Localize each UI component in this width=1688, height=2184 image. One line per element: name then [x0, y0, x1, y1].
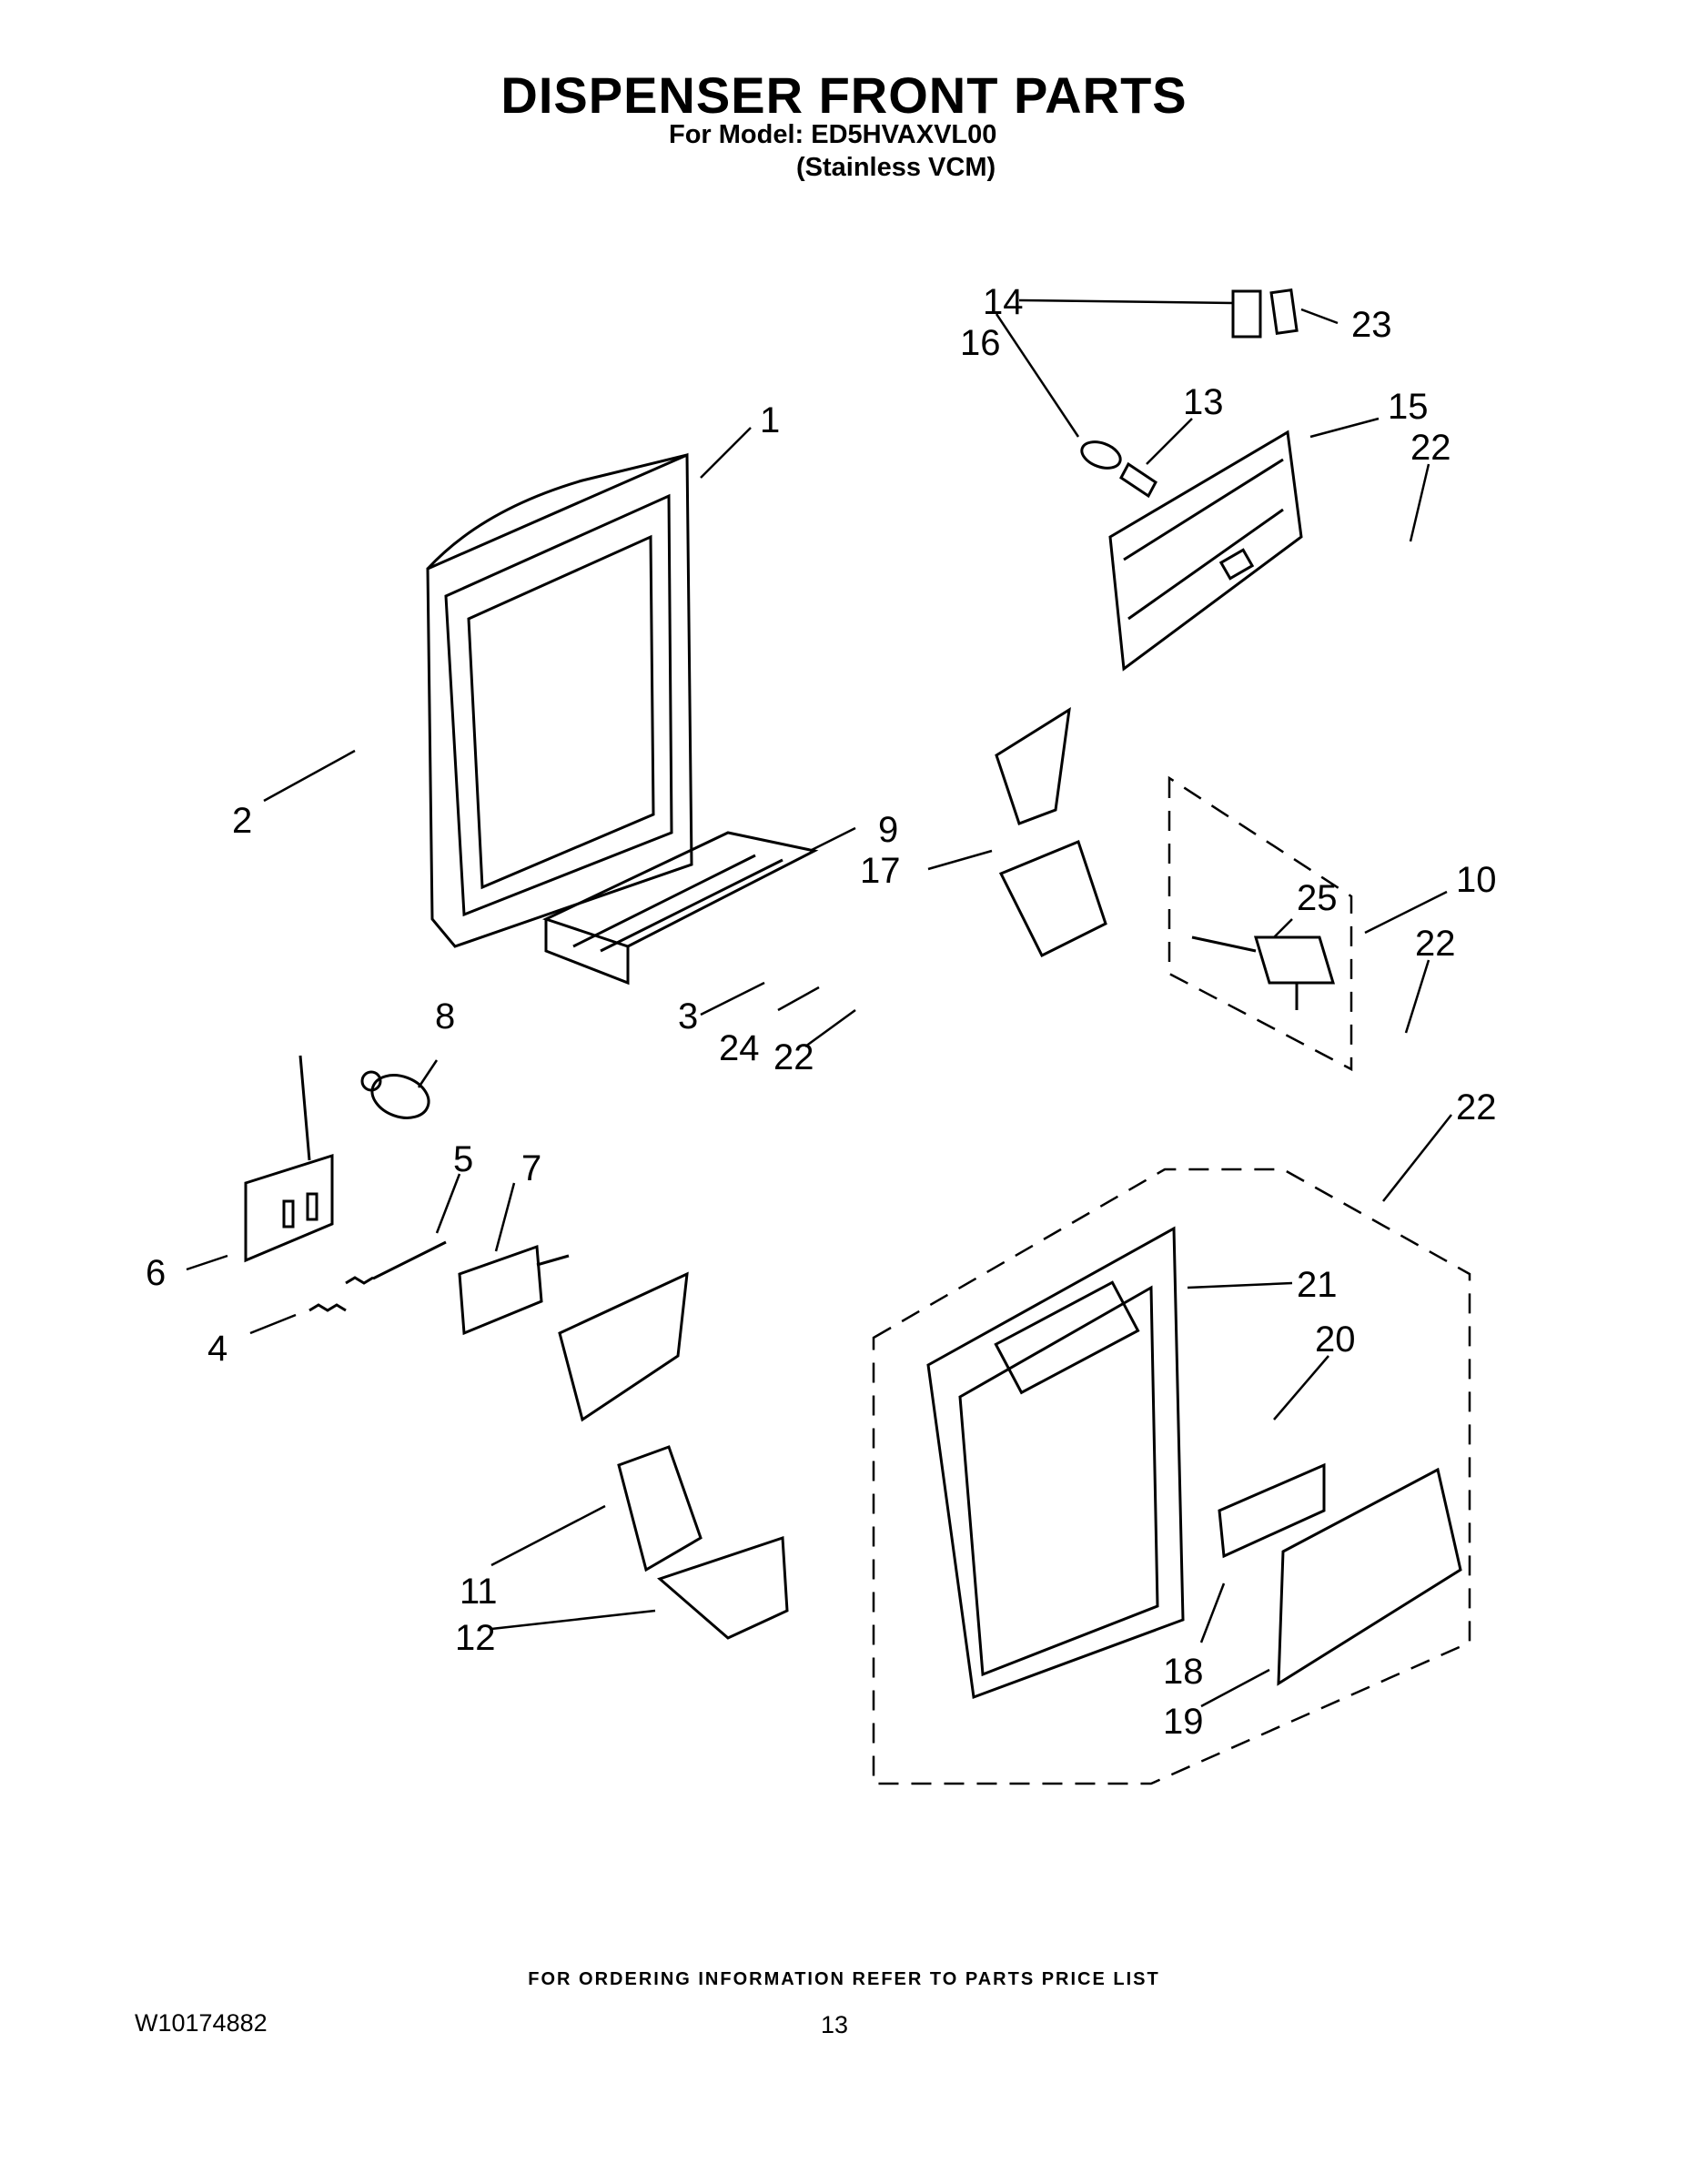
- callout-26: 25: [1297, 878, 1338, 918]
- part-upper-bracket: [1108, 430, 1303, 672]
- part-drip-tray: [541, 831, 819, 986]
- part-motor: [360, 1070, 430, 1119]
- callout-15: 15: [1388, 387, 1429, 427]
- page-title: DISPENSER FRONT PARTS: [500, 66, 1188, 124]
- callout-8: 8: [435, 996, 455, 1036]
- callout-22-b: 22: [1415, 924, 1456, 964]
- model-line: For Model: ED5HVAXVL00: [669, 120, 997, 149]
- part-spring: [308, 1303, 347, 1312]
- callout-24: 23: [1351, 305, 1392, 345]
- part-water-paddle: [558, 1271, 789, 1640]
- callout-14: 14: [983, 282, 1024, 322]
- callout-9: 9: [878, 810, 898, 850]
- page-number: 13: [821, 2011, 849, 2038]
- callout-23: 22: [1456, 1087, 1497, 1127]
- group-outline-10: [1167, 775, 1353, 1072]
- callout-18: 18: [1163, 1652, 1204, 1692]
- document-number: W10174882: [135, 2009, 268, 2037]
- variant-line: (Stainless VCM): [796, 153, 996, 182]
- part-housing: [426, 452, 693, 948]
- callout-12: 12: [455, 1618, 496, 1658]
- ordering-note: FOR ORDERING INFORMATION REFER TO PARTS …: [528, 1969, 1160, 1989]
- callout-2: 2: [232, 801, 252, 841]
- callout-17: 17: [860, 851, 901, 891]
- part-actuator: [458, 1244, 570, 1336]
- group-outline-23: [872, 1168, 1471, 1785]
- callout-5: 5: [453, 1139, 473, 1179]
- part-rod: [372, 1240, 447, 1280]
- part-lamp: [1080, 440, 1157, 499]
- part-small-switch: [1231, 288, 1299, 339]
- callout-10: 10: [1456, 860, 1497, 900]
- part-module: [244, 1055, 334, 1263]
- callout-25: 24: [719, 1028, 760, 1068]
- part-lever: [1191, 935, 1336, 1010]
- part-control-board: [1218, 1462, 1462, 1686]
- callout-6: 6: [146, 1253, 166, 1293]
- callout-1: 1: [760, 400, 780, 440]
- part-spring-2: [345, 1276, 374, 1285]
- part-ice-paddle: [995, 707, 1107, 958]
- callout-11: 11: [460, 1572, 498, 1612]
- callout-7: 7: [521, 1148, 541, 1188]
- callout-22-a: 22: [1410, 428, 1451, 468]
- callout-13: 13: [1183, 382, 1224, 422]
- callout-21: 21: [1297, 1265, 1338, 1305]
- part-front-panel: [926, 1226, 1185, 1700]
- callout-3: 3: [678, 996, 698, 1036]
- callout-20: 20: [1315, 1320, 1356, 1360]
- leader-lines: [186, 298, 1452, 1708]
- callout-16: 16: [960, 323, 1001, 363]
- callout-4: 4: [207, 1329, 227, 1369]
- callout-19: 19: [1163, 1702, 1204, 1742]
- callout-22-c: 22: [773, 1037, 814, 1077]
